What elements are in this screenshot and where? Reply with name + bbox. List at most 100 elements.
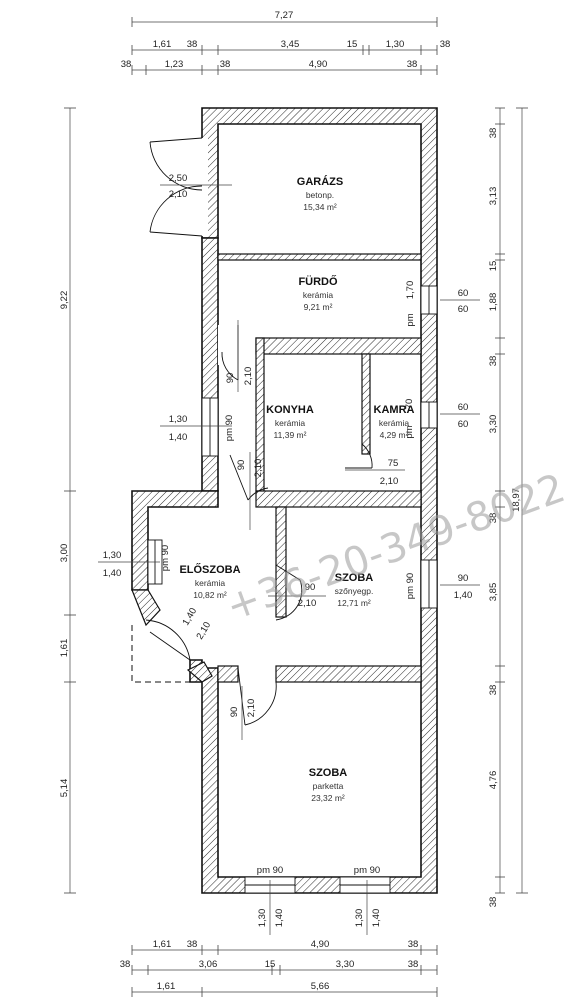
dim-left-0: 9,22 bbox=[59, 291, 70, 310]
label-furdo-window-pm: pm bbox=[405, 313, 416, 326]
room-eloszoba: ELŐSZOBA kerámia 10,82 m² bbox=[179, 563, 240, 600]
label-furdo-door-h: 2,10 bbox=[243, 367, 254, 386]
label-szoba1-door-w: 90 bbox=[305, 582, 316, 593]
label-eloszoba-window-pm: pm 90 bbox=[160, 545, 171, 571]
left-dimensions: 9,22 3,00 1,61 5,14 bbox=[59, 107, 76, 894]
dim-top-r3-0: 38 bbox=[121, 59, 132, 70]
room-area-eloszoba: 10,82 m² bbox=[193, 590, 227, 600]
room-floor-furdo: kerámia bbox=[303, 290, 334, 300]
label-eloszoba-window-h: 1,40 bbox=[103, 568, 122, 579]
label-szoba2-door-h: 2,10 bbox=[246, 699, 257, 718]
room-floor-szoba-2: parketta bbox=[313, 781, 344, 791]
label-eloszoba-door-w: 1,40 bbox=[180, 606, 199, 628]
label-eloszoba-door-h: 2,10 bbox=[194, 620, 213, 642]
room-floor-kamra: kerámia bbox=[379, 418, 410, 428]
dim-right-8: 38 bbox=[488, 685, 499, 696]
room-name-eloszoba: ELŐSZOBA bbox=[179, 563, 240, 576]
room-name-furdo: FÜRDŐ bbox=[298, 275, 338, 288]
label-szoba2-window2-h: 1,40 bbox=[371, 909, 382, 928]
room-name-szoba-1: SZOBA bbox=[335, 572, 374, 584]
bottom-dimensions: 1,61 38 4,90 38 38 3,06 15 3,30 38 1,61 … bbox=[120, 939, 438, 997]
room-name-konyha: KONYHA bbox=[266, 404, 314, 416]
room-szoba-2: SZOBA parketta 23,32 m² bbox=[309, 767, 348, 803]
dim-top-r2-1: 38 bbox=[187, 39, 198, 50]
dim-top-r2-0: 1,61 bbox=[153, 39, 172, 50]
label-szoba1-window-w: 90 bbox=[458, 573, 469, 584]
label-kamra-door-h: 2,10 bbox=[380, 476, 399, 487]
room-area-szoba-2: 23,32 m² bbox=[311, 793, 345, 803]
top-dimensions: 7,27 1,61 38 3,45 15 1,30 38 38 1,23 38 … bbox=[121, 10, 451, 75]
label-konyha-window-h: 1,40 bbox=[169, 432, 188, 443]
label-szoba2-window2-w: 1,30 bbox=[354, 909, 365, 928]
label-konyha-window-w: 1,30 bbox=[169, 414, 188, 425]
label-konyha-door-w: 90 bbox=[236, 460, 247, 471]
dim-right-1: 3,13 bbox=[488, 187, 499, 206]
dim-bottom-r1-1: 38 bbox=[187, 939, 198, 950]
label-furdo-window-w2: 60 bbox=[458, 304, 469, 315]
walls bbox=[131, 107, 438, 894]
dim-top-r3-1: 1,23 bbox=[165, 59, 184, 70]
room-area-kamra: 4,29 m² bbox=[380, 430, 409, 440]
room-name-garazs: GARÁZS bbox=[297, 175, 343, 188]
dim-right-6: 38 bbox=[488, 513, 499, 524]
dim-bottom-r2-0: 38 bbox=[120, 959, 131, 970]
dim-bottom-r3-0: 1,61 bbox=[157, 981, 176, 992]
room-floor-konyha: kerámia bbox=[275, 418, 306, 428]
room-szoba-1: SZOBA szőnyegp. 12,71 m² bbox=[335, 572, 374, 608]
label-konyha-window-pm: pm 90 bbox=[224, 415, 235, 441]
label-kamra-window-w: 60 bbox=[458, 402, 469, 413]
dim-right-5: 3,30 bbox=[488, 415, 499, 434]
room-area-garazs: 15,34 m² bbox=[303, 202, 337, 212]
right-dimensions: 38 3,13 15 1,88 38 3,30 38 3,85 38 4,76 … bbox=[488, 107, 528, 908]
label-kamra-window-w2: 60 bbox=[458, 419, 469, 430]
dim-left-3: 5,14 bbox=[59, 779, 70, 798]
dim-top-r3-4: 38 bbox=[407, 59, 418, 70]
opening-labels: 2,50 2,10 pm 1,70 60 60 90 2,10 1,30 1,4… bbox=[98, 173, 480, 935]
label-furdo-window-h: 1,70 bbox=[405, 281, 416, 300]
dim-top-r2-2: 3,45 bbox=[281, 39, 300, 50]
dim-bottom-r2-3: 3,30 bbox=[336, 959, 355, 970]
dim-right-total: 18,97 bbox=[511, 488, 522, 512]
label-garage-door-w: 2,50 bbox=[169, 173, 188, 184]
dim-right-4: 38 bbox=[488, 356, 499, 367]
dim-right-2: 15 bbox=[488, 261, 499, 272]
dim-bottom-r2-4: 38 bbox=[408, 959, 419, 970]
dim-top-r3-3: 4,90 bbox=[309, 59, 328, 70]
dim-right-10: 38 bbox=[488, 897, 499, 908]
label-kamra-window-h: 70 bbox=[404, 399, 415, 410]
dim-right-0: 38 bbox=[488, 128, 499, 139]
room-garazs: GARÁZS betonp. 15,34 m² bbox=[297, 175, 343, 212]
label-szoba2-door-w: 90 bbox=[229, 707, 240, 718]
label-kamra-door-w: 75 bbox=[388, 458, 399, 469]
dim-top-r2-4: 1,30 bbox=[386, 39, 405, 50]
room-area-szoba-1: 12,71 m² bbox=[337, 598, 371, 608]
room-name-szoba-2: SZOBA bbox=[309, 767, 348, 779]
label-kamra-window-pm: pm bbox=[404, 425, 415, 438]
dim-bottom-r3-1: 5,66 bbox=[311, 981, 330, 992]
dim-right-3: 1,88 bbox=[488, 293, 499, 312]
label-szoba1-window-h: 1,40 bbox=[454, 590, 473, 601]
label-szoba1-door-h: 2,10 bbox=[298, 598, 317, 609]
label-furdo-door-w: 90 bbox=[225, 373, 236, 384]
label-konyha-door-h: 2,10 bbox=[253, 459, 264, 478]
dim-top-total: 7,27 bbox=[275, 10, 294, 21]
dim-bottom-r1-0: 1,61 bbox=[153, 939, 172, 950]
room-floor-garazs: betonp. bbox=[306, 190, 334, 200]
room-konyha: KONYHA kerámia 11,39 m² bbox=[266, 404, 314, 440]
phone-watermark: +36-20-349-8022 bbox=[220, 465, 571, 630]
terrace-outline bbox=[131, 625, 190, 683]
dim-top-r2-5: 38 bbox=[440, 39, 451, 50]
label-szoba2-window1-pm: pm 90 bbox=[257, 865, 283, 876]
label-eloszoba-window-w: 1,30 bbox=[103, 550, 122, 561]
label-szoba2-window2-pm: pm 90 bbox=[354, 865, 380, 876]
room-area-furdo: 9,21 m² bbox=[304, 302, 333, 312]
room-floor-eloszoba: kerámia bbox=[195, 578, 226, 588]
dim-bottom-r2-2: 15 bbox=[265, 959, 276, 970]
label-furdo-window-w: 60 bbox=[458, 288, 469, 299]
dim-bottom-r1-2: 4,90 bbox=[311, 939, 330, 950]
label-szoba2-window1-w: 1,30 bbox=[257, 909, 268, 928]
room-floor-szoba-1: szőnyegp. bbox=[335, 586, 374, 596]
garage-door-swing bbox=[149, 137, 203, 191]
dim-left-1: 3,00 bbox=[59, 544, 70, 563]
label-szoba2-window1-h: 1,40 bbox=[274, 909, 285, 928]
